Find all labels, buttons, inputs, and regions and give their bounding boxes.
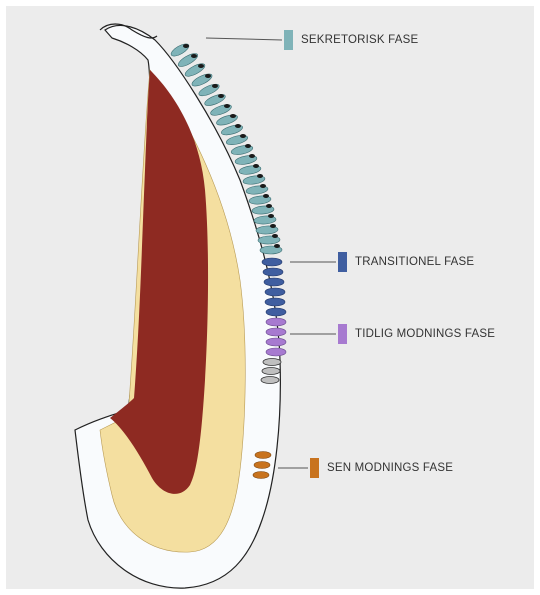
transitional-swatch-icon — [338, 252, 347, 272]
label-late-maturation: SEN MODNINGS FASE — [310, 458, 453, 478]
label-secretory-text: SEKRETORISK FASE — [301, 34, 418, 46]
label-transitional-text: TRANSITIONEL FASE — [355, 256, 474, 268]
label-early-maturation-text: TIDLIG MODNINGS FASE — [355, 328, 495, 340]
label-transitional: TRANSITIONEL FASE — [338, 252, 474, 272]
early-maturation-swatch-icon — [338, 324, 347, 344]
label-early-maturation: TIDLIG MODNINGS FASE — [338, 324, 495, 344]
ameloblasts-late-maturation — [253, 452, 271, 479]
ameloblasts-reduced — [261, 359, 281, 384]
secretory-swatch-icon — [284, 30, 293, 50]
late-maturation-swatch-icon — [310, 458, 319, 478]
leader-line-secretory — [206, 38, 282, 40]
label-late-maturation-text: SEN MODNINGS FASE — [327, 462, 453, 474]
label-secretory: SEKRETORISK FASE — [284, 30, 418, 50]
